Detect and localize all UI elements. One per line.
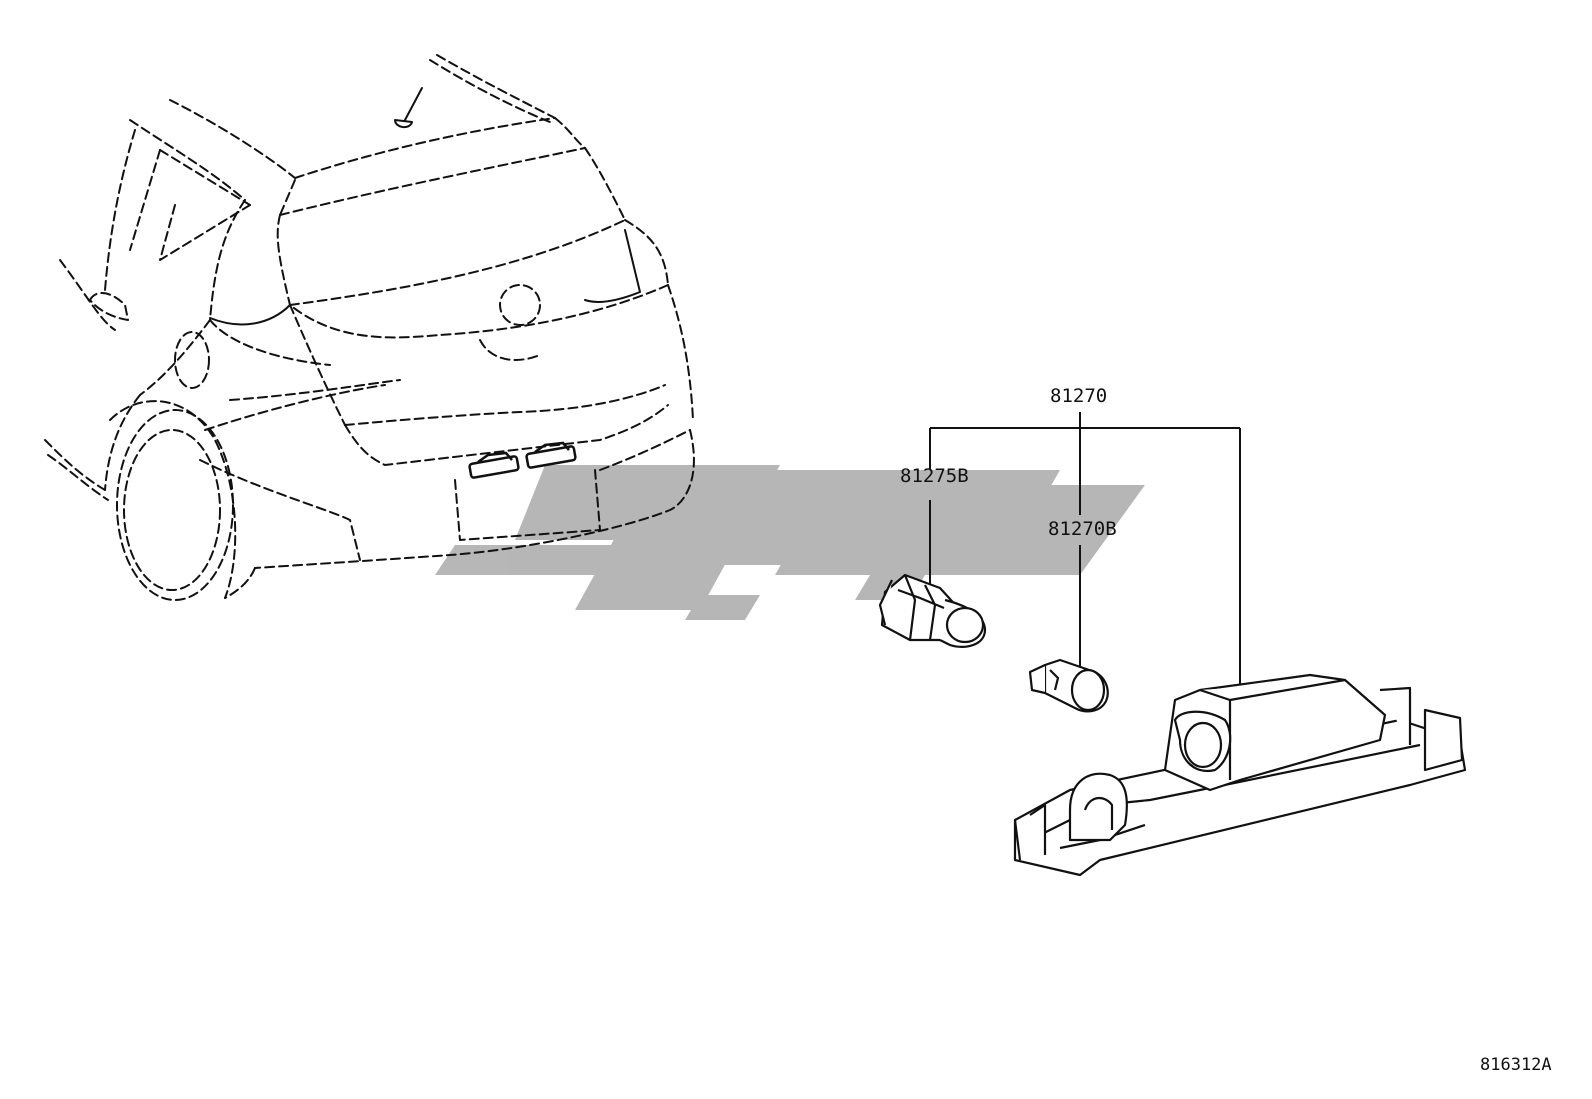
watermark-logo bbox=[435, 465, 1145, 620]
figure-code: 816312A bbox=[1480, 1055, 1552, 1075]
wedge-bulb bbox=[1028, 658, 1109, 713]
license-plate-lamp-assembly bbox=[1013, 673, 1467, 877]
plate-lamp-left-on-car bbox=[468, 451, 520, 479]
plate-lamp-right-on-car bbox=[525, 441, 577, 469]
hatchback-solid-details bbox=[209, 87, 641, 326]
callout-leader-lines bbox=[929, 412, 1241, 690]
callout-81275B: 81275B bbox=[900, 465, 969, 487]
hatchback-car-outline bbox=[44, 54, 695, 601]
callout-81270B: 81270B bbox=[1048, 518, 1117, 540]
bulb-socket bbox=[878, 573, 987, 648]
callout-81270: 81270 bbox=[1050, 385, 1107, 407]
